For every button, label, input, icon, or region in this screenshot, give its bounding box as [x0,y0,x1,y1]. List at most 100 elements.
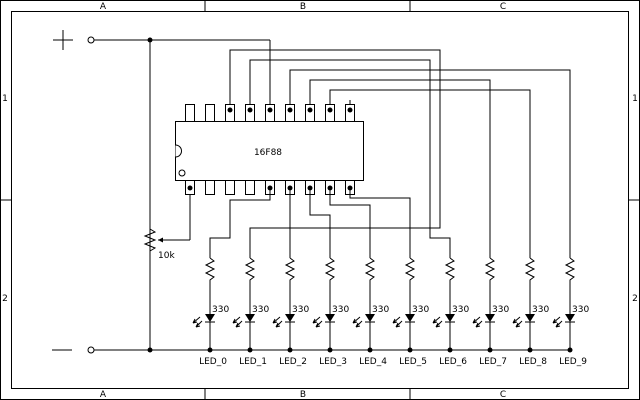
chip-pin-top [325,104,335,122]
pin-connection-dot [247,107,253,113]
junction-dot [247,347,253,353]
led-label: LED_8 [519,357,547,367]
signal-wire [329,188,371,258]
chip-pin-bottom [205,180,215,195]
resistor [564,257,576,314]
resistor [204,257,216,314]
chip-pin-top [205,104,215,122]
resistor [444,257,456,314]
light-arrow [435,320,443,328]
resistor-value: 330 [292,305,309,315]
junction-dot [207,347,213,353]
row-label-2-left: 2 [2,294,8,304]
light-arrow [232,316,241,324]
positive-terminal [53,30,95,50]
pin-connection-dot [307,107,313,113]
potentiometer-value: 10k [158,251,175,261]
light-arrow [355,320,363,328]
led-symbol [485,314,495,322]
resistor [364,257,376,314]
junction-dot [367,347,373,353]
light-arrow [552,316,561,324]
potentiometer [143,194,191,252]
led-symbol [325,314,335,322]
col-label-a-top: A [100,2,107,12]
resistor-value: 330 [572,305,589,315]
chip-pin-top [345,104,355,122]
chip-pin-top [225,104,235,122]
junction-dot [407,347,413,353]
light-arrow [512,316,521,324]
col-label-c-top: C [500,2,506,12]
wiring [209,49,571,258]
led-symbol [365,314,375,322]
junction-dot [327,347,333,353]
chip-pin-top [185,104,195,122]
led-symbol [565,314,575,322]
chip-pin-top [285,104,295,122]
led-label: LED_0 [199,357,227,367]
led-label: LED_1 [239,357,267,367]
light-arrow [432,316,441,324]
pin-connection-dot [327,107,333,113]
led-label: LED_9 [559,357,587,367]
signal-wire [329,89,531,258]
light-arrow [395,320,403,328]
pin-connection-dot [267,107,273,113]
signal-wire [309,188,331,258]
pin-connection-dot [347,107,353,113]
chip-pin-top [245,104,255,122]
resistor [524,257,536,314]
signal-wire [309,79,491,258]
led-symbol [285,314,295,322]
junction-dot [487,347,493,353]
resistor [284,257,296,314]
resistor-value: 330 [532,305,549,315]
signal-wire [229,49,441,258]
col-label-c-bottom: C [500,390,506,400]
led-symbol [245,314,255,322]
light-arrow [555,320,563,328]
chip-label: 16F88 [254,148,282,158]
light-arrow [352,316,361,324]
led-symbol [405,314,415,322]
led-label: LED_5 [399,357,427,367]
led-symbol [445,314,455,322]
light-arrow [315,320,323,328]
inner-border [11,11,629,389]
resistor [244,257,256,314]
light-arrow [275,320,283,328]
led-label: LED_2 [279,357,307,367]
resistor-value: 330 [212,305,229,315]
resistor-value: 330 [452,305,469,315]
led-symbol [525,314,535,322]
light-arrow [272,316,281,324]
resistor [324,257,336,314]
signal-wire [289,69,571,258]
col-label-b-bottom: B [300,390,306,400]
light-arrow [192,316,201,324]
signal-wire [349,188,411,258]
col-label-b-top: B [300,2,306,12]
led-label: LED_4 [359,357,387,367]
junction-dot [527,347,533,353]
chip-pin-top [265,104,275,122]
col-label-a-bottom: A [100,390,107,400]
junction-dot [147,37,153,43]
signal-wire [249,59,451,258]
pin-connection-dot [187,185,193,191]
chip-pin-bottom [225,180,235,195]
negative-terminal [52,346,95,354]
light-arrow [392,316,401,324]
resistor [484,257,496,314]
signal-wire [209,188,271,258]
chip-pin-bottom [245,180,255,195]
